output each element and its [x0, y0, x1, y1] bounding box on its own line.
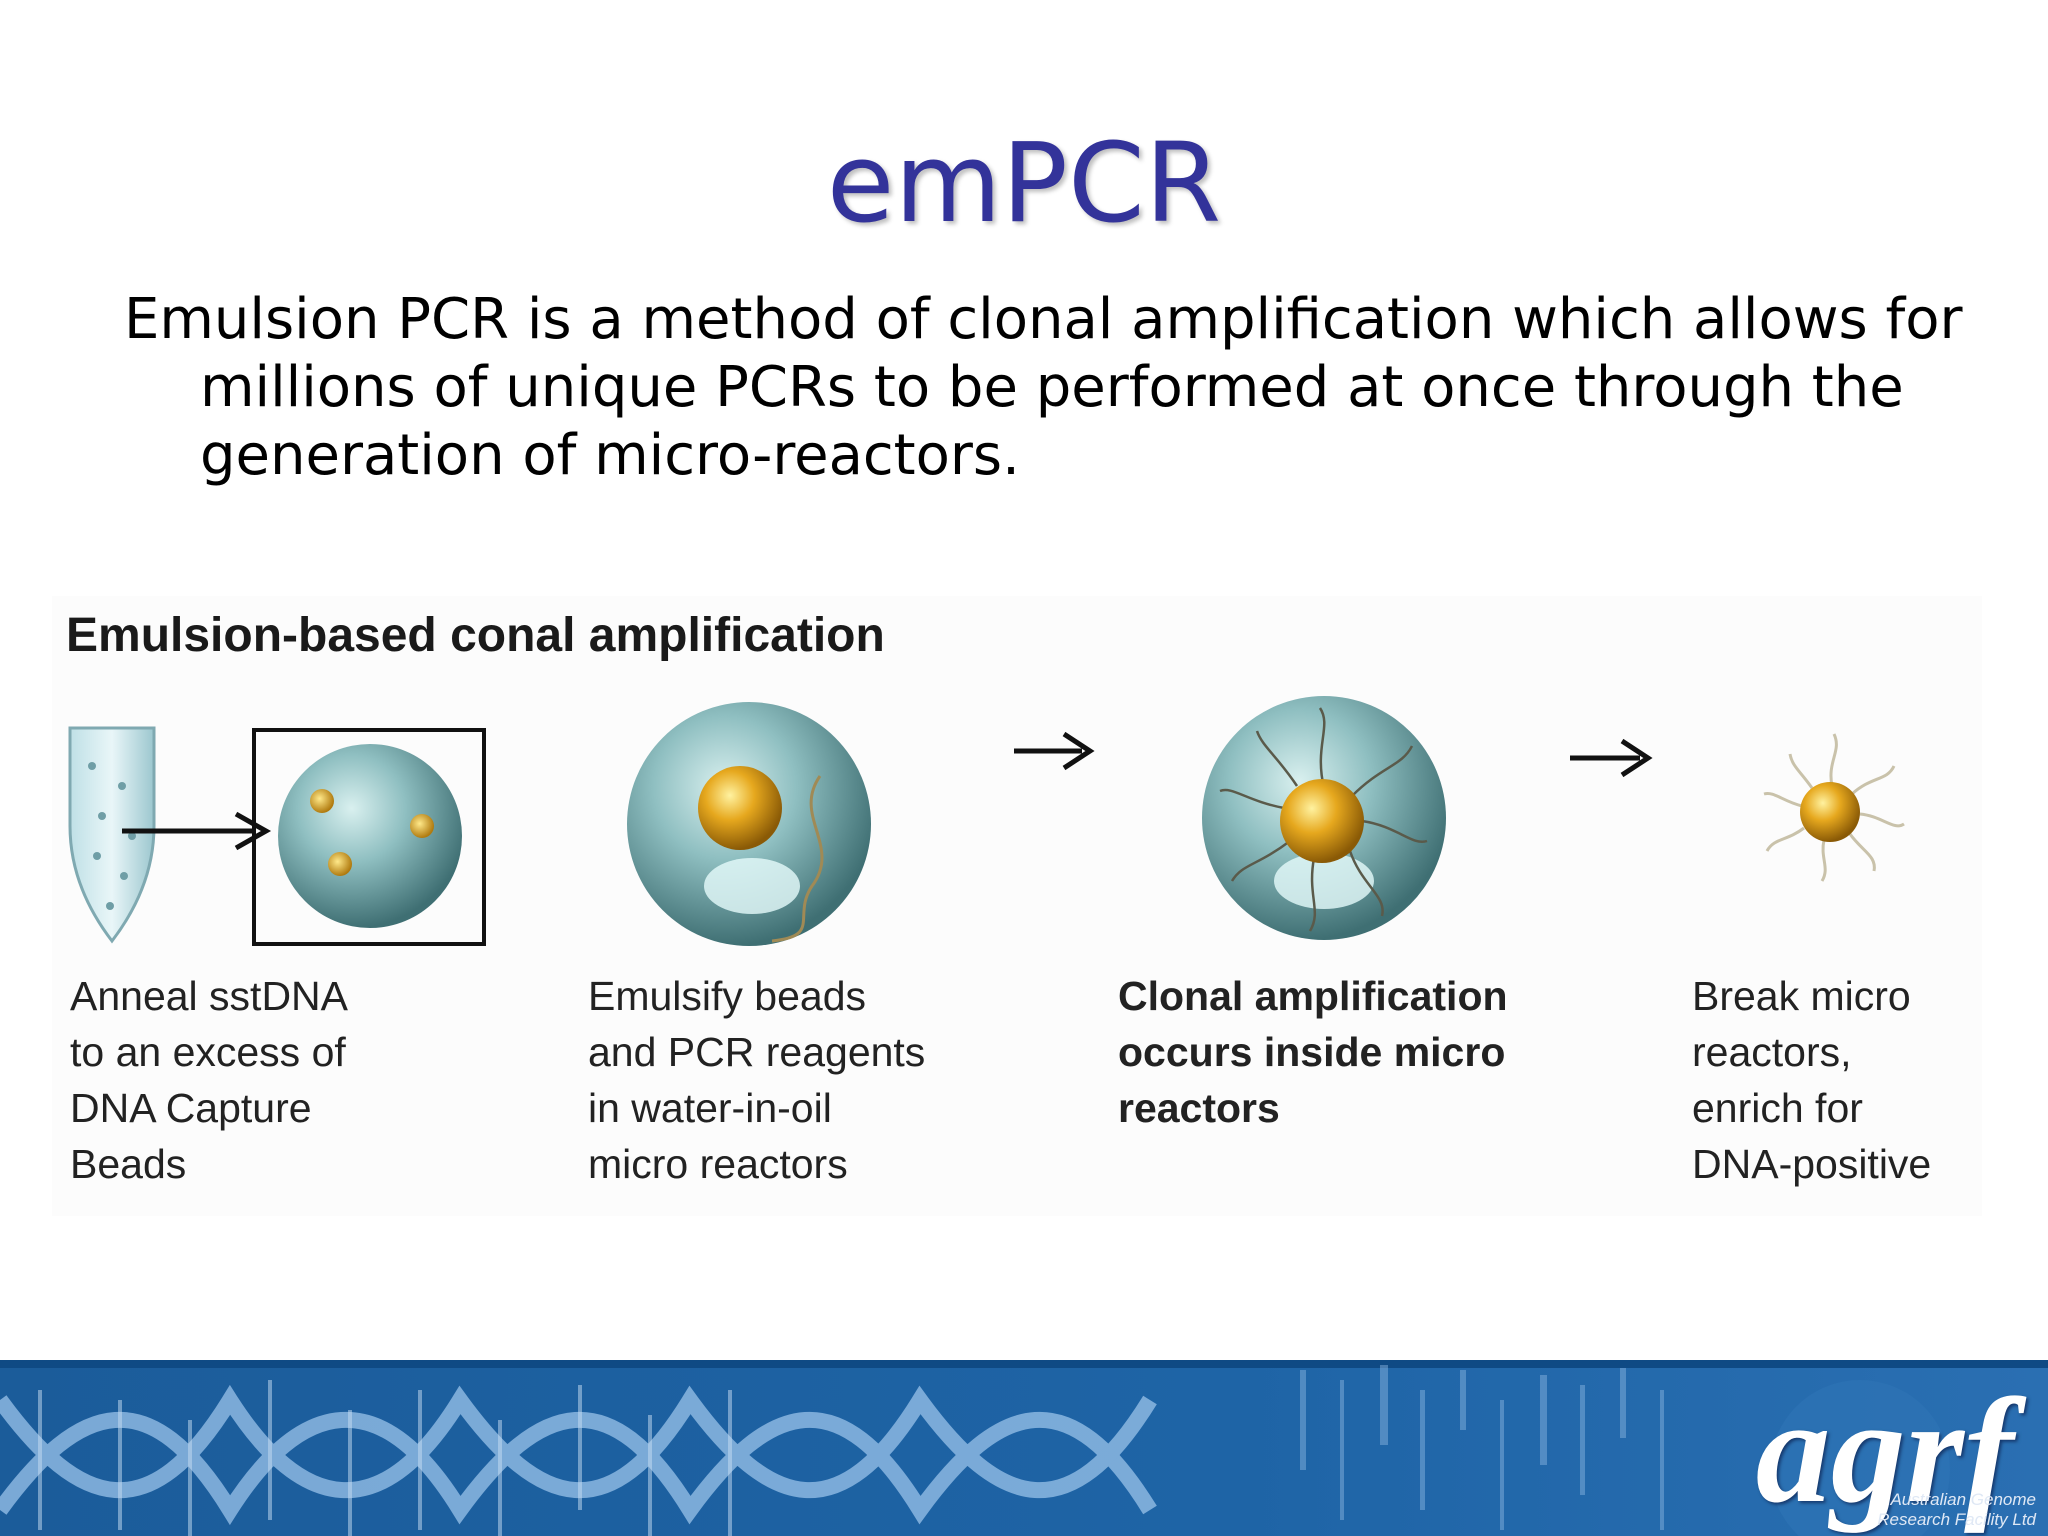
slide-body-text: Emulsion PCR is a method of clonal ampli… [124, 287, 1963, 488]
dna-helix-banner [0, 1360, 2048, 1536]
caption-line: Emulsify beads [588, 973, 867, 1019]
agrf-logo: agrf [1755, 1368, 2014, 1534]
emulsion-figure: Emulsion-based conal amplification Annea… [52, 596, 1982, 1216]
caption-line: in water-in-oil [588, 1085, 832, 1131]
caption-line: Break micro [1692, 973, 1911, 1019]
step-1-caption: Anneal sstDNA to an excess of DNA Captur… [70, 968, 348, 1192]
caption-line: Clonal amplification [1118, 973, 1508, 1019]
figure-artwork [68, 696, 1905, 946]
caption-line: Anneal sstDNA [70, 973, 349, 1019]
agrf-logo-subtitle: Australian Genome Research Facility Ltd [1816, 1490, 2036, 1530]
caption-line: reactors, [1692, 1029, 1852, 1075]
step-2-caption: Emulsify beads and PCR reagents in water… [588, 968, 925, 1192]
slide-title: emPCR [826, 119, 1222, 247]
caption-line: enrich for [1692, 1085, 1863, 1131]
caption-line: DNA Capture [70, 1085, 312, 1131]
step-3-caption: Clonal amplification occurs inside micro… [1118, 968, 1508, 1136]
caption-line: micro reactors [588, 1141, 848, 1187]
arrow-right-icon [1570, 738, 1653, 778]
logo-subtitle-line: Research Facility Ltd [1877, 1510, 2036, 1529]
globe-icon [1770, 1380, 1950, 1536]
caption-line: Beads [70, 1141, 187, 1187]
figure-title: Emulsion-based conal amplification [66, 609, 885, 662]
amplified-bead-icon [1202, 696, 1446, 940]
footer-banner [0, 1360, 2048, 1536]
logo-subtitle-line: Australian Genome [1890, 1490, 2036, 1509]
tube-to-beads-icon [68, 726, 486, 946]
micro-reactor-bead-icon [627, 702, 871, 946]
caption-line: to an excess of [70, 1029, 346, 1075]
step-4-caption: Break micro reactors, enrich for DNA-pos… [1692, 968, 1931, 1192]
enriched-bead-icon [1763, 733, 1905, 882]
caption-line: occurs inside micro [1118, 1029, 1506, 1075]
arrow-right-icon [1014, 731, 1095, 771]
caption-line: DNA-positive [1692, 1141, 1932, 1187]
caption-line: and PCR reagents [588, 1029, 926, 1075]
caption-line: reactors [1118, 1085, 1280, 1131]
